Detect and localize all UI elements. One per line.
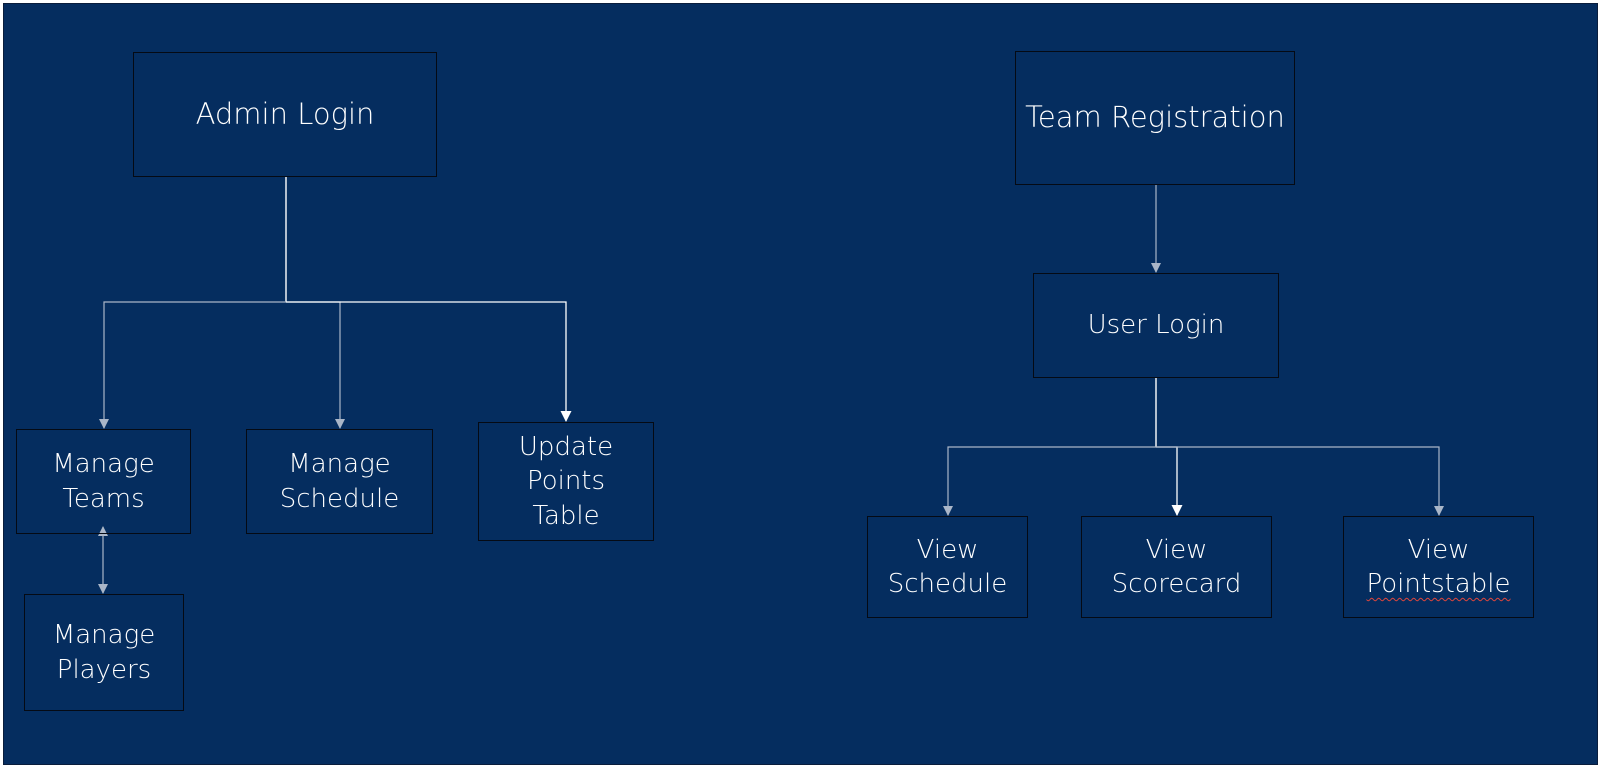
login-to-view-pointstable-connector [1156,446,1444,516]
admin-login-box: Admin Login [133,52,437,177]
user-login-box: User Login [1033,273,1279,378]
admin-to-manage-teams-connector [99,301,286,429]
manage-teams-box: Manage Teams [16,429,191,534]
admin-to-update-points-connector [286,301,572,422]
diagram-canvas [3,3,1598,765]
login-to-view-schedule-connector [943,446,1156,516]
view-pointstable-line2: Pointstable [1366,569,1511,599]
view-pointstable-line1: View [1407,534,1470,565]
team-registration-box: Team Registration [1015,51,1295,185]
manage-schedule-box: Manage Schedule [246,429,433,534]
login-to-view-scorecard-connector [1156,446,1183,516]
admin-to-manage-schedule-connector [286,301,345,429]
view-scorecard-box: View Scorecard [1081,516,1272,618]
view-pointstable-box: View Pointstable [1343,516,1534,618]
update-points-table-box: Update Points Table [478,422,654,541]
view-schedule-box: View Schedule [867,516,1028,618]
manage-players-box: Manage Players [24,594,184,711]
